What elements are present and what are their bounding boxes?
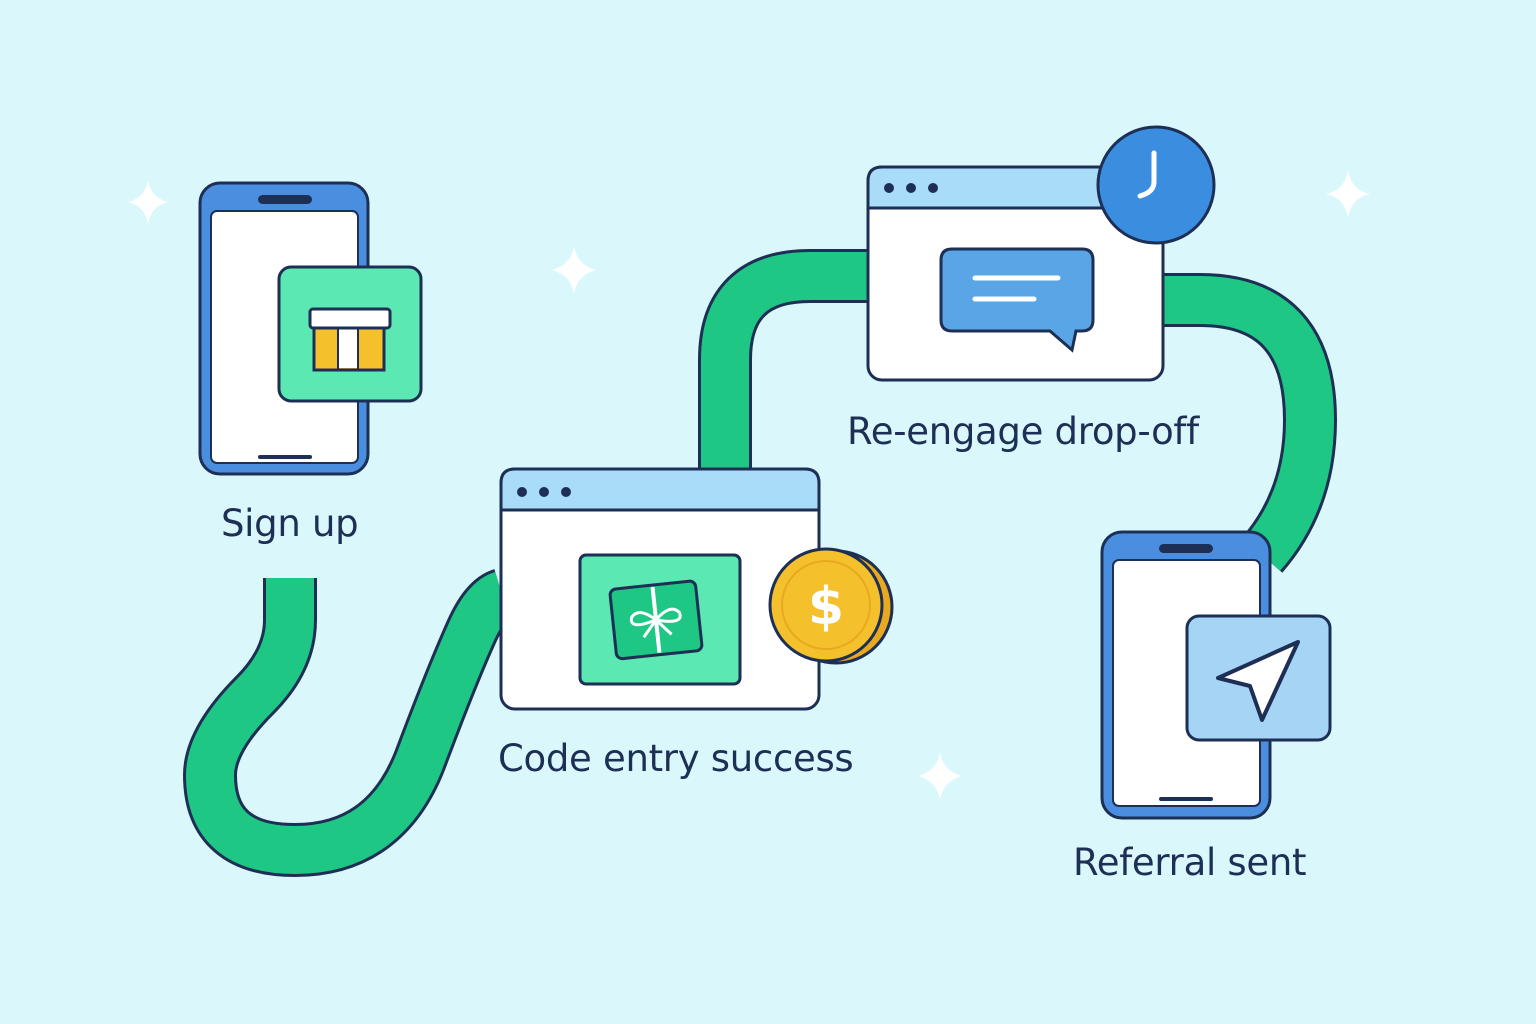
gift-box-icon (277, 265, 423, 403)
svg-text:$: $ (808, 577, 844, 637)
step-label-referral: Referral sent (1073, 841, 1307, 884)
step-label-sign-up: Sign up (221, 502, 359, 545)
path-segment-3 (1162, 276, 1335, 571)
step-label-re-engage: Re-engage drop-off (847, 410, 1199, 453)
code-entry-window: $ (499, 467, 894, 711)
referral-phone (1100, 530, 1332, 820)
send-arrow-icon (1185, 614, 1332, 742)
sign-up-phone (198, 181, 423, 476)
sparkle-icon (128, 180, 168, 224)
sparkle-icon (1326, 170, 1370, 218)
gift-card-icon (578, 553, 742, 686)
dollar-coin-icon: $ (768, 547, 894, 665)
sparkle-decorations (128, 170, 1370, 800)
phone-speaker (258, 195, 312, 204)
path-segment-1 (185, 571, 512, 875)
phone-home-bar (1159, 797, 1213, 801)
clock-icon (1096, 125, 1216, 245)
sparkle-icon (918, 752, 962, 800)
step-label-code-entry: Code entry success (498, 737, 854, 780)
sparkle-icon (552, 246, 596, 294)
journey-path (182, 249, 1338, 878)
re-engage-window (866, 125, 1216, 382)
phone-speaker (1159, 544, 1213, 553)
phone-home-bar (258, 455, 312, 459)
path-segment-2 (701, 252, 870, 470)
chat-bubble-icon (939, 247, 1095, 353)
